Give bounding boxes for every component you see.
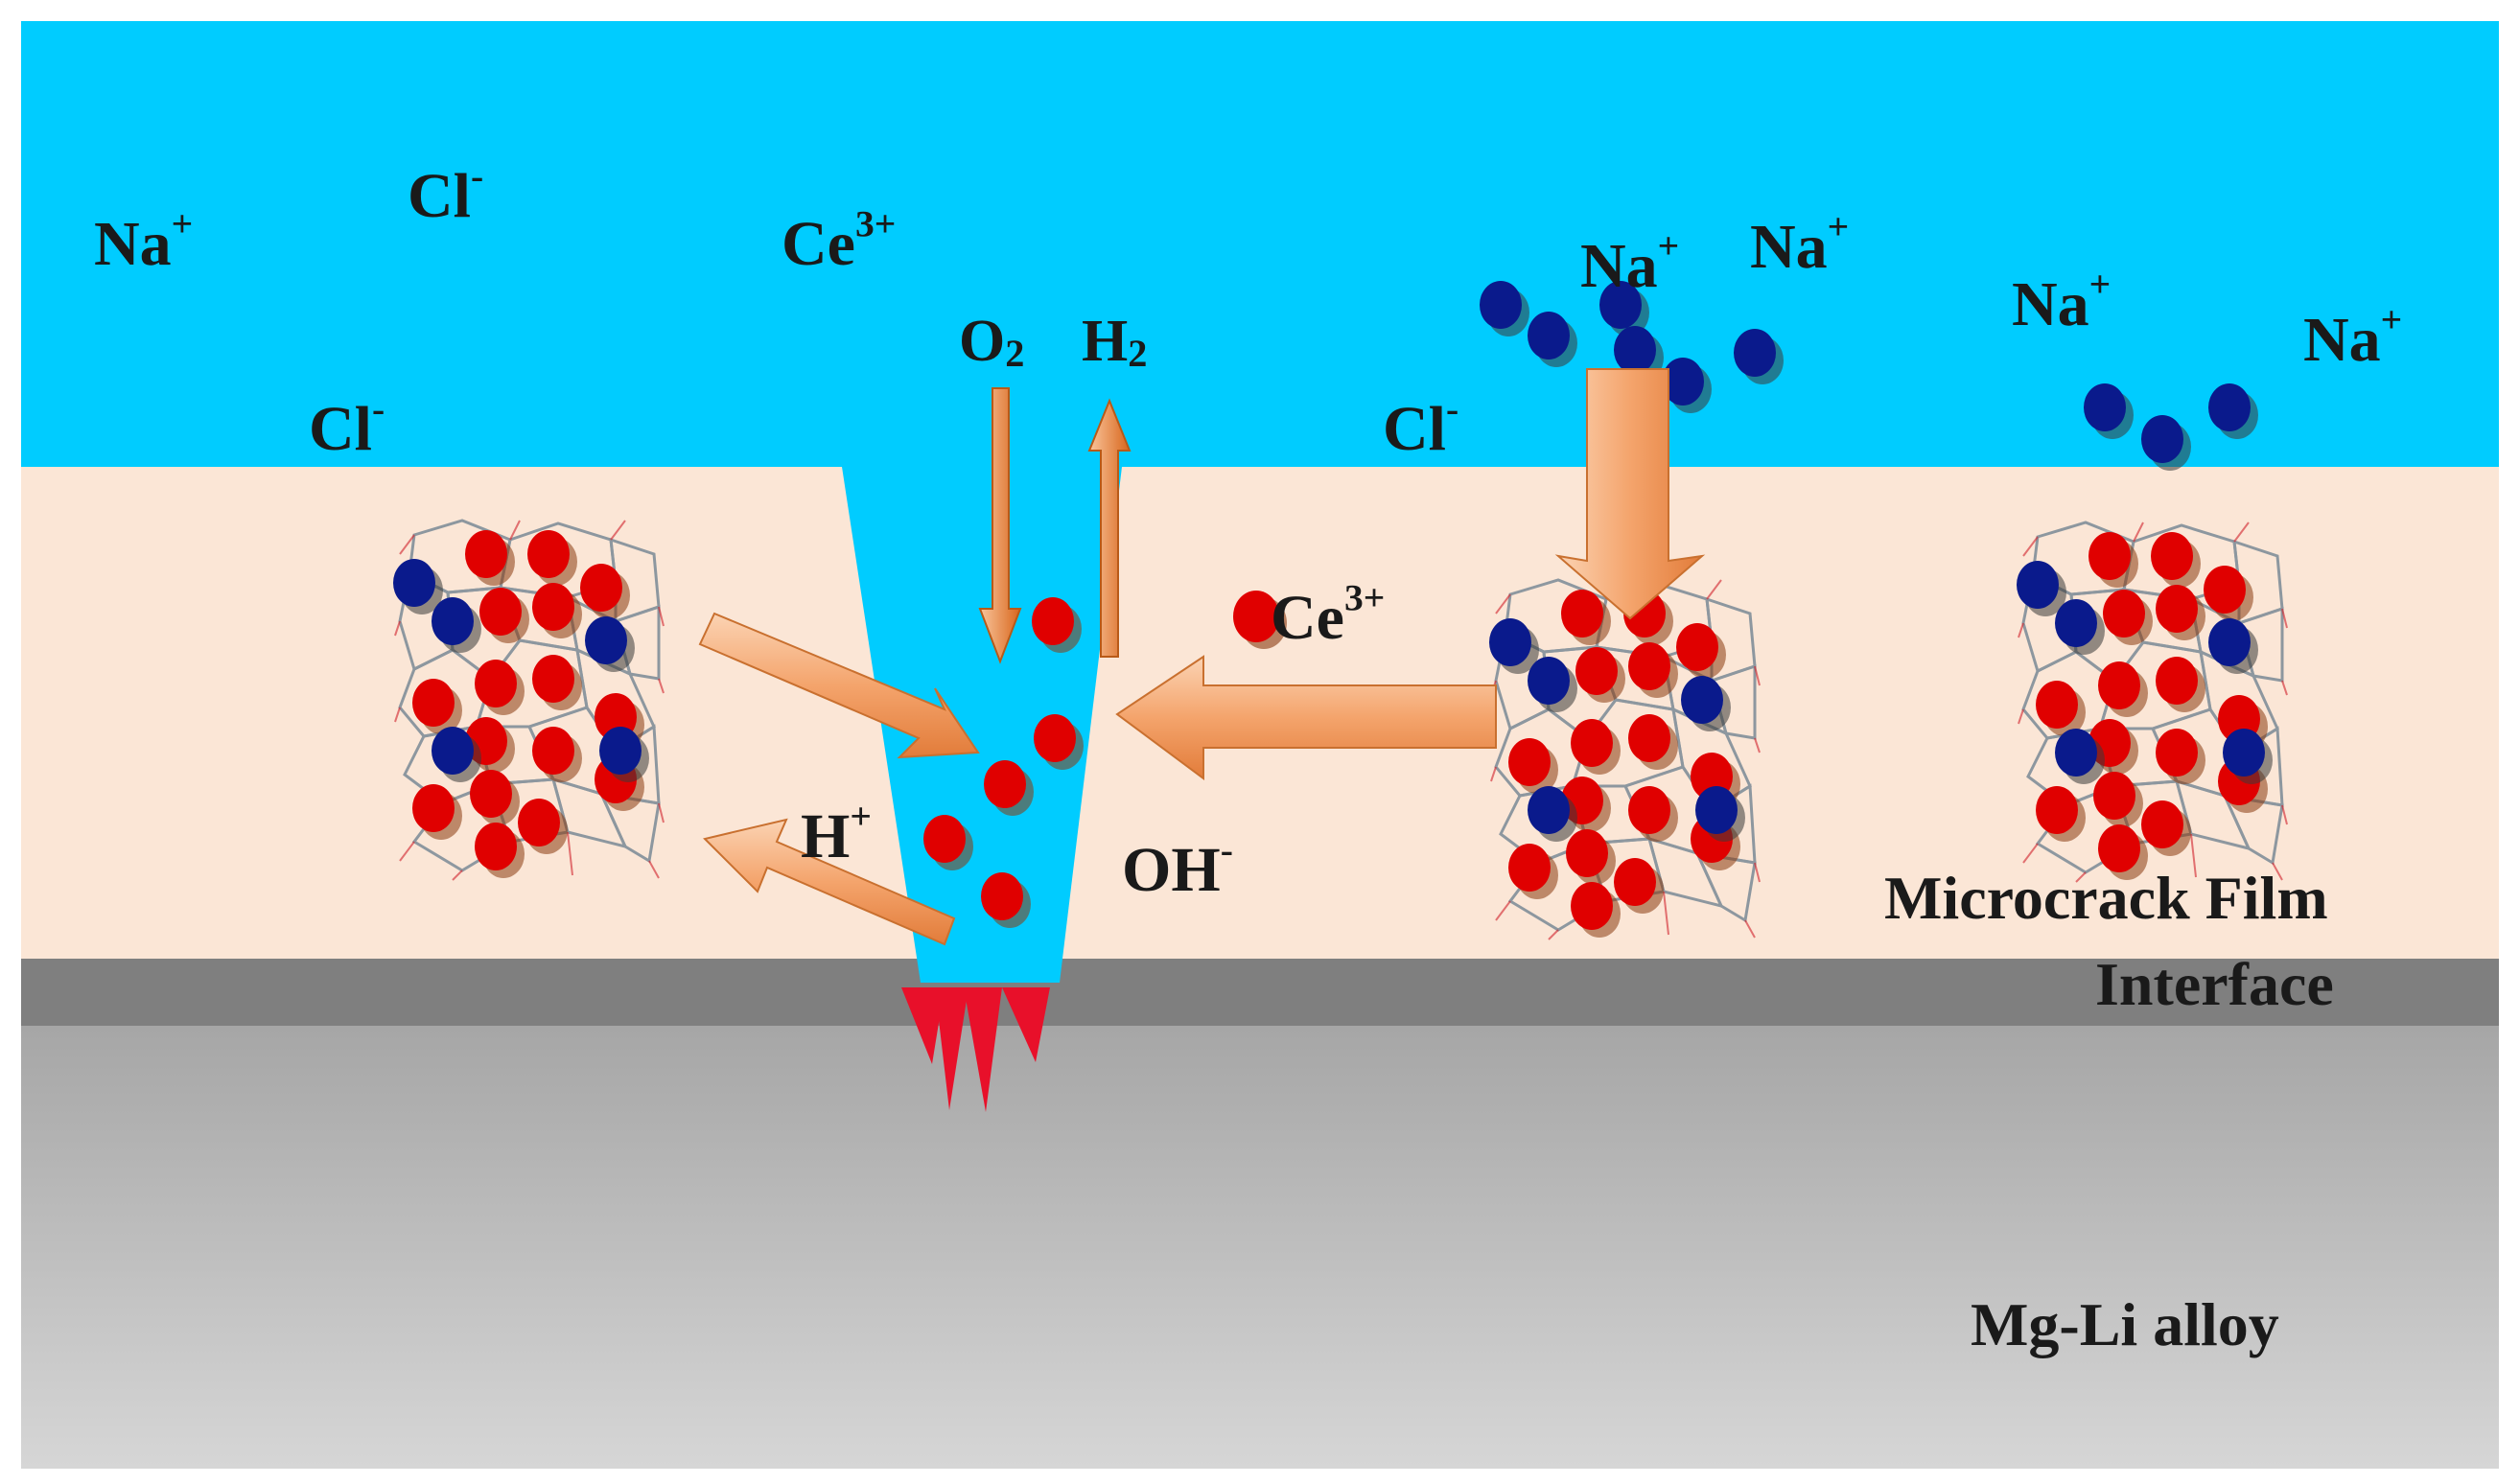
label-cl-1: Cl- xyxy=(408,154,484,231)
ce-particle xyxy=(1628,642,1678,698)
ce-particle xyxy=(1628,714,1678,770)
arrow-ce-to-crack xyxy=(1115,655,1497,780)
label-h-plus: H+ xyxy=(801,795,872,871)
na-particle xyxy=(1662,358,1712,413)
na-particle xyxy=(1528,786,1577,842)
ce-particle xyxy=(470,770,520,825)
ce-particle xyxy=(1034,714,1084,770)
ce-particle xyxy=(1508,844,1558,899)
ce-particles xyxy=(412,530,2268,938)
ce-particle xyxy=(2141,800,2191,856)
solution-layer xyxy=(21,21,2499,467)
label-o2: O2 xyxy=(959,309,1025,376)
label-ce-1: Ce3+ xyxy=(782,202,897,279)
ce-particle xyxy=(1676,623,1726,679)
label-alloy: Mg-Li alloy xyxy=(1971,1290,2279,1358)
label-oh: OH- xyxy=(1122,828,1233,905)
ce-particle xyxy=(412,679,462,734)
ce-particle xyxy=(1628,786,1678,842)
ce-particle xyxy=(2093,772,2143,827)
ce-particle xyxy=(580,564,630,619)
ce-particle xyxy=(527,530,577,586)
ce-particle xyxy=(2088,719,2138,775)
label-ce-2: Ce3+ xyxy=(1271,576,1386,653)
na-particle xyxy=(2223,729,2273,784)
ce-particle-label-marker xyxy=(1233,591,1287,649)
ce-particle xyxy=(1566,829,1616,885)
ce-particle xyxy=(2103,590,2153,645)
ce-particle xyxy=(1571,719,1621,775)
ce-particle xyxy=(532,727,582,782)
na-particle xyxy=(1695,786,1745,842)
label-cl-3: Cl- xyxy=(1383,387,1459,464)
na-particle xyxy=(2208,618,2258,674)
arrow-o2-down xyxy=(978,387,1022,664)
ce-particle xyxy=(475,660,525,715)
ce-particle xyxy=(923,815,973,870)
interface-layer xyxy=(21,959,2499,1026)
na-particle xyxy=(1489,618,1539,674)
alloy-layer xyxy=(21,1026,2499,1469)
ce-particle xyxy=(2036,681,2086,736)
ce-particle xyxy=(2036,786,2086,842)
na-particle xyxy=(2141,415,2191,471)
arrow-na-into-film xyxy=(1554,368,1706,620)
ce-particle xyxy=(2088,532,2138,588)
na-particle xyxy=(2055,599,2105,655)
ce-particle xyxy=(532,655,582,710)
ce-particle xyxy=(518,799,568,854)
ce-particle xyxy=(2151,532,2201,588)
label-h2: H2 xyxy=(1082,309,1148,376)
ce-particle xyxy=(2156,729,2205,784)
ce-particle xyxy=(1508,738,1558,794)
ce-particle xyxy=(1575,647,1625,703)
label-na-1: Na+ xyxy=(94,202,194,279)
na-particle xyxy=(1681,676,1731,731)
na-particle xyxy=(2208,383,2258,439)
ce-particle xyxy=(1571,882,1621,938)
na-particle xyxy=(2055,729,2105,784)
na-particle xyxy=(1734,329,1784,384)
arrow-cluster-to-crack xyxy=(698,612,980,759)
na-particle xyxy=(1599,281,1649,336)
na-particle xyxy=(1528,312,1577,367)
ce-particle xyxy=(1032,597,1082,653)
na-particle xyxy=(2017,561,2066,616)
label-interface: Interface xyxy=(2095,950,2334,1018)
label-na-4: Na+ xyxy=(2012,263,2112,339)
na-particle xyxy=(432,597,481,653)
microcrack xyxy=(842,467,1122,983)
ce-particle xyxy=(479,588,529,643)
ce-particle xyxy=(2098,661,2148,717)
label-na-2: Na+ xyxy=(1580,224,1680,301)
na-particle xyxy=(432,727,481,782)
ce-particle xyxy=(475,823,525,878)
label-cl-2: Cl- xyxy=(309,387,385,464)
pitting-spikes xyxy=(901,987,1050,1112)
label-na-5: Na+ xyxy=(2303,298,2403,375)
ce-particle xyxy=(1561,590,1611,645)
ce-particle xyxy=(1614,858,1664,914)
na-particle xyxy=(393,559,443,614)
na-particle xyxy=(599,727,649,782)
ce-particle xyxy=(2156,585,2205,640)
ce-particle xyxy=(532,583,582,638)
ce-particle xyxy=(2098,824,2148,880)
ce-particle xyxy=(981,872,1031,928)
ce-particle xyxy=(2204,566,2253,621)
ce-particle xyxy=(412,784,462,840)
ce-particle xyxy=(2156,657,2205,712)
label-microcrack-film: Microcrack Film xyxy=(1884,864,2328,932)
na-particle xyxy=(2084,383,2134,439)
na-particle xyxy=(585,616,635,672)
arrow-h2-up xyxy=(1087,398,1132,658)
na-particle xyxy=(1528,657,1577,712)
arrow-h-plus xyxy=(703,818,956,946)
ce-particle xyxy=(984,760,1034,816)
na-particle xyxy=(1480,281,1529,336)
label-na-3: Na+ xyxy=(1750,205,1850,282)
ce-particle xyxy=(465,530,515,586)
